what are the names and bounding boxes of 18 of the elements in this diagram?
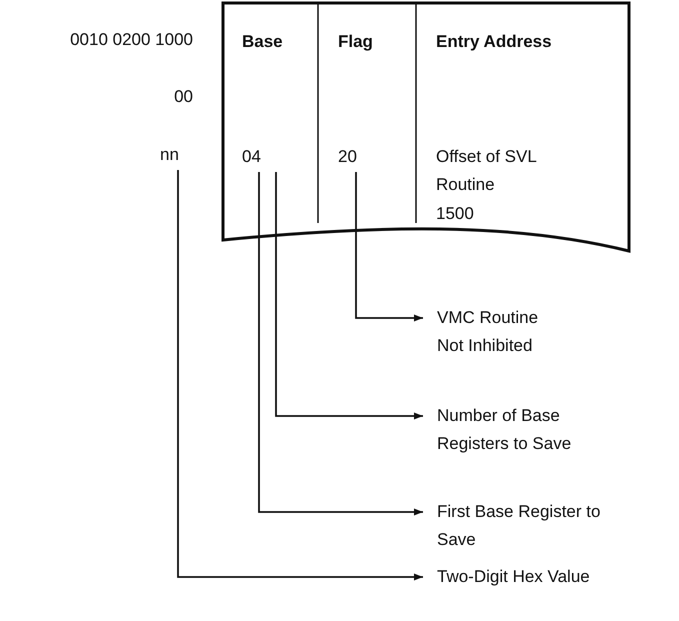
- leader-arrow: [258, 172, 423, 516]
- cell-text: Offset of SVL Routine: [436, 146, 538, 196]
- field-code: 0010 0200 1000: [69, 29, 193, 51]
- cell-value: 20: [338, 143, 378, 171]
- column-header: Base: [242, 31, 283, 53]
- column-header: Entry Address: [436, 31, 552, 53]
- leader-arrow: [275, 172, 423, 420]
- description-text: Number of Base Registers to Save: [437, 402, 592, 458]
- description-text: Two-Digit Hex Value: [437, 563, 637, 591]
- leader-arrow: [355, 172, 423, 322]
- description-text: First Base Register to Save: [437, 498, 602, 554]
- field-code: nn: [160, 141, 190, 169]
- field-code: 00: [173, 86, 193, 108]
- leader-arrow: [177, 170, 423, 580]
- cell-text: 1500: [436, 203, 474, 225]
- description-text: VMC Routine Not Inhibited: [437, 304, 562, 360]
- column-header: Flag: [338, 31, 373, 53]
- cell-value: 04: [242, 143, 282, 171]
